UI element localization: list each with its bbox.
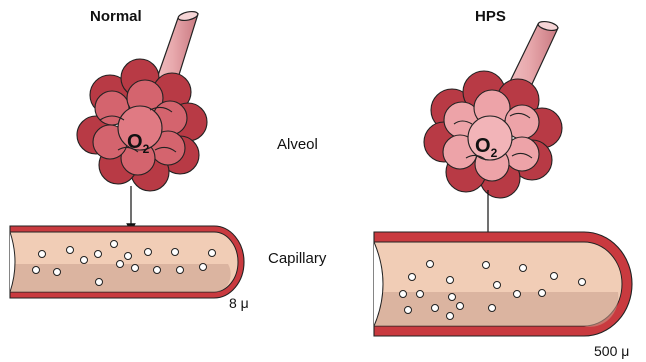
normal-title: Normal [90,8,142,25]
hps-size-label: 500 μ [594,343,629,359]
normal-alveolus-cluster [77,59,207,191]
hps-alveolus-cluster [424,71,562,198]
capillary-label: Capillary [268,250,326,267]
hps-title: HPS [475,8,506,25]
normal-panel: O2 [10,10,244,298]
normal-capillary [10,226,244,298]
hps-panel: O2 [374,20,632,336]
alveol-label: Alveol [277,136,318,153]
hps-capillary [374,232,632,336]
normal-size-label: 8 μ [229,295,249,311]
